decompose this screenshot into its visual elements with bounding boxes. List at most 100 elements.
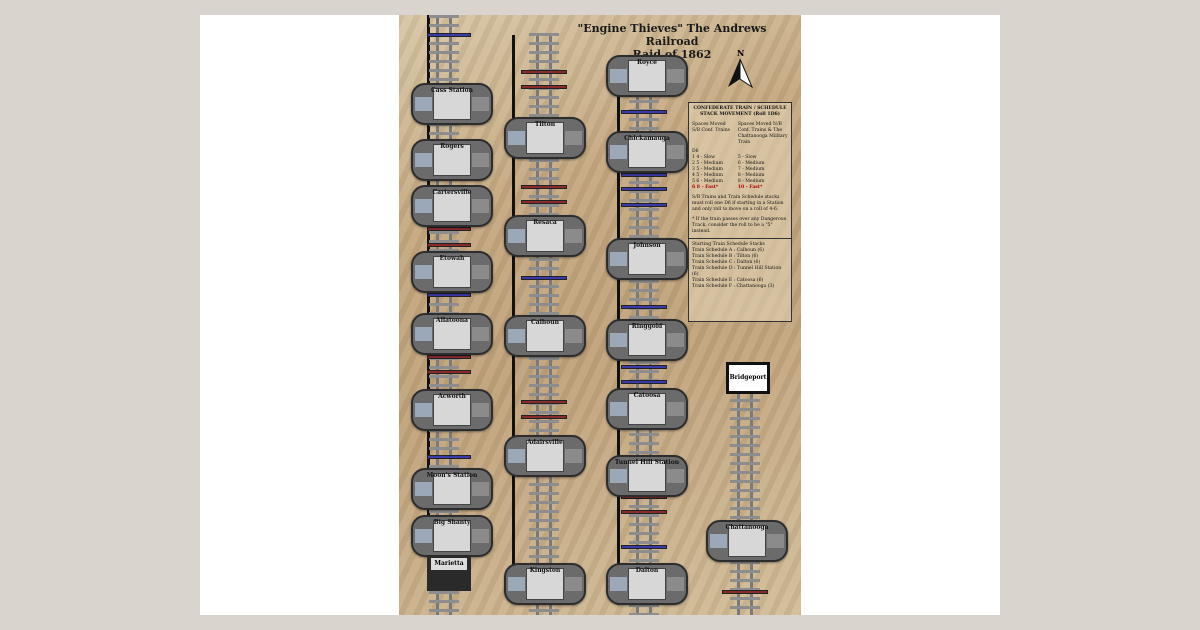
station-name: Calhoun	[530, 319, 560, 326]
track-space-red[interactable]	[427, 227, 471, 231]
start-item: Train Schedule D : Tunnel Hill Station (…	[692, 266, 782, 278]
track-space-red[interactable]	[521, 70, 567, 74]
station-tilton[interactable]: Tilton	[504, 117, 586, 159]
track-space-red[interactable]	[521, 400, 567, 404]
station-name: Etowah	[439, 255, 465, 262]
track-space-red[interactable]	[521, 185, 567, 189]
rows-b: 5 - Slow 6 - Medium 7 - Medium 8 - Mediu…	[738, 155, 788, 192]
col-a-head: Spaces Moved S/B Conf. Trains	[692, 122, 731, 134]
track-space-blue[interactable]	[427, 293, 471, 297]
station-name: Rogers	[440, 143, 464, 150]
station-resaca[interactable]: Resaca	[504, 215, 586, 257]
track-space-blue[interactable]	[621, 305, 667, 309]
track-space-blue[interactable]	[621, 545, 667, 549]
station-name: Acworth	[438, 393, 466, 400]
station-rogers[interactable]: Rogers	[411, 139, 493, 181]
station-name: Chattanooga	[725, 524, 769, 531]
track-space-red[interactable]	[427, 355, 471, 359]
start-item: Train Schedule C : Dalton (6)	[692, 260, 761, 266]
north-arrow-icon: N	[728, 48, 754, 89]
station-name: Ringgold	[631, 323, 663, 330]
station-dalton[interactable]: Dalton	[606, 563, 688, 605]
rows-a: 1 4 - Slow 2 5 - Medium 3 5 - Medium 4 5…	[692, 155, 734, 192]
station-name: Moon's Station	[426, 472, 478, 479]
station-cass[interactable]: Cass Station	[411, 83, 493, 125]
row-a: 5 6 - Medium	[692, 179, 723, 185]
station-name: Royce	[637, 59, 657, 66]
start-item: Train Schedule E : Catoosa (6)	[692, 278, 764, 284]
track-space-red[interactable]	[427, 243, 471, 247]
station-name: Dalton	[635, 567, 659, 574]
row-b: 10 - Fast*	[737, 185, 763, 191]
note-1: S/B Trains and Train Schedule stacks mus…	[692, 195, 784, 213]
track-space-red[interactable]	[427, 370, 471, 374]
bridgeport-box[interactable]: Bridgeport	[726, 362, 770, 394]
station-ringgold[interactable]: Ringgold	[606, 319, 688, 361]
station-kingston[interactable]: Kingston	[504, 563, 586, 605]
station-name: Cartersville	[432, 189, 472, 196]
track-space-red[interactable]	[521, 85, 567, 89]
track-space-blue[interactable]	[621, 380, 667, 384]
station-name: Cass Station	[431, 87, 473, 94]
row-a: 3 5 - Medium	[692, 166, 723, 172]
track-space-blue[interactable]	[621, 365, 667, 369]
station-cartersville[interactable]: Cartersville	[411, 185, 493, 227]
station-name: Big Shanty	[433, 519, 471, 526]
row-a: 2 5 - Medium	[692, 160, 723, 166]
start-heading: Starting Train Schedule Stacks	[692, 241, 765, 247]
row-b: 7 - Medium	[737, 166, 765, 172]
track-space-red[interactable]	[621, 510, 667, 514]
route-line	[512, 35, 515, 575]
row-a: 4 5 - Medium	[692, 172, 723, 178]
station-catoosa[interactable]: Catoosa	[606, 388, 688, 430]
station-chickamauga[interactable]: Chickamauga	[606, 131, 688, 173]
row-a: 1 4 - Slow	[692, 154, 716, 160]
track-space-blue[interactable]	[427, 33, 471, 37]
station-acworth[interactable]: Acworth	[411, 389, 493, 431]
start-item: Train Schedule A : Calhoun (6)	[692, 247, 764, 253]
station-allatoona[interactable]: Allatoona	[411, 313, 493, 355]
station-name: Allatoona	[435, 317, 469, 324]
station-name: Resaca	[533, 219, 557, 226]
movement-table: CONFEDERATE TRAIN / SCHEDULE STACK MOVEM…	[688, 102, 792, 322]
station-royce[interactable]: Royce	[606, 55, 688, 97]
col-b-head: Spaces Moved N/B Conf. Trains & The Chat…	[737, 122, 788, 146]
station-name: Tunnel Hill Station	[614, 459, 680, 466]
station-name: Catoosa	[633, 392, 661, 399]
die-label: D6	[692, 148, 699, 154]
station-moons[interactable]: Moon's Station	[411, 468, 493, 510]
station-name: Kingston	[529, 567, 561, 574]
track-space-red[interactable]	[722, 590, 768, 594]
station-name: Marietta	[431, 558, 467, 570]
track-space-red[interactable]	[521, 415, 567, 419]
station-chattanooga[interactable]: Chattanooga	[706, 520, 788, 562]
station-name: Chickamauga	[624, 135, 670, 142]
track-space-blue[interactable]	[621, 187, 667, 191]
note-2: * If the train passes over any Dangerous…	[692, 216, 787, 234]
station-tunnel-hill[interactable]: Tunnel Hill Station	[606, 455, 688, 497]
track-space-blue[interactable]	[621, 203, 667, 207]
track-space-blue[interactable]	[621, 173, 667, 177]
track-space-blue[interactable]	[621, 110, 667, 114]
row-a: 6 8 - Fast*	[692, 185, 719, 191]
track-space-blue[interactable]	[521, 276, 567, 280]
station-adairsville[interactable]: Adairsville	[504, 435, 586, 477]
station-johnson[interactable]: Johnson	[606, 238, 688, 280]
track-col4	[730, 390, 760, 615]
title-line-1: "Engine Thieves" The Andrews Railroad	[577, 22, 767, 48]
game-board: "Engine Thieves" The Andrews Railroad Ra…	[399, 15, 801, 615]
track-space-red[interactable]	[521, 200, 567, 204]
station-etowah[interactable]: Etowah	[411, 251, 493, 293]
board-title: "Engine Thieves" The Andrews Railroad Ra…	[567, 22, 777, 61]
table-heading: CONFEDERATE TRAIN / SCHEDULE STACK MOVEM…	[693, 106, 787, 118]
station-big-shanty[interactable]: Big Shanty	[411, 515, 493, 557]
marietta-box[interactable]: Marietta	[427, 555, 471, 591]
station-calhoun[interactable]: Calhoun	[504, 315, 586, 357]
row-b: 8 - Medium	[737, 172, 765, 178]
row-b: 5 - Slow	[737, 154, 757, 160]
station-name: Adairsville	[527, 439, 563, 446]
start-item: Train Schedule B : Tilton (6)	[692, 253, 759, 259]
divider	[689, 237, 791, 239]
track-space-blue[interactable]	[427, 455, 471, 459]
compass-label: N	[737, 48, 744, 58]
